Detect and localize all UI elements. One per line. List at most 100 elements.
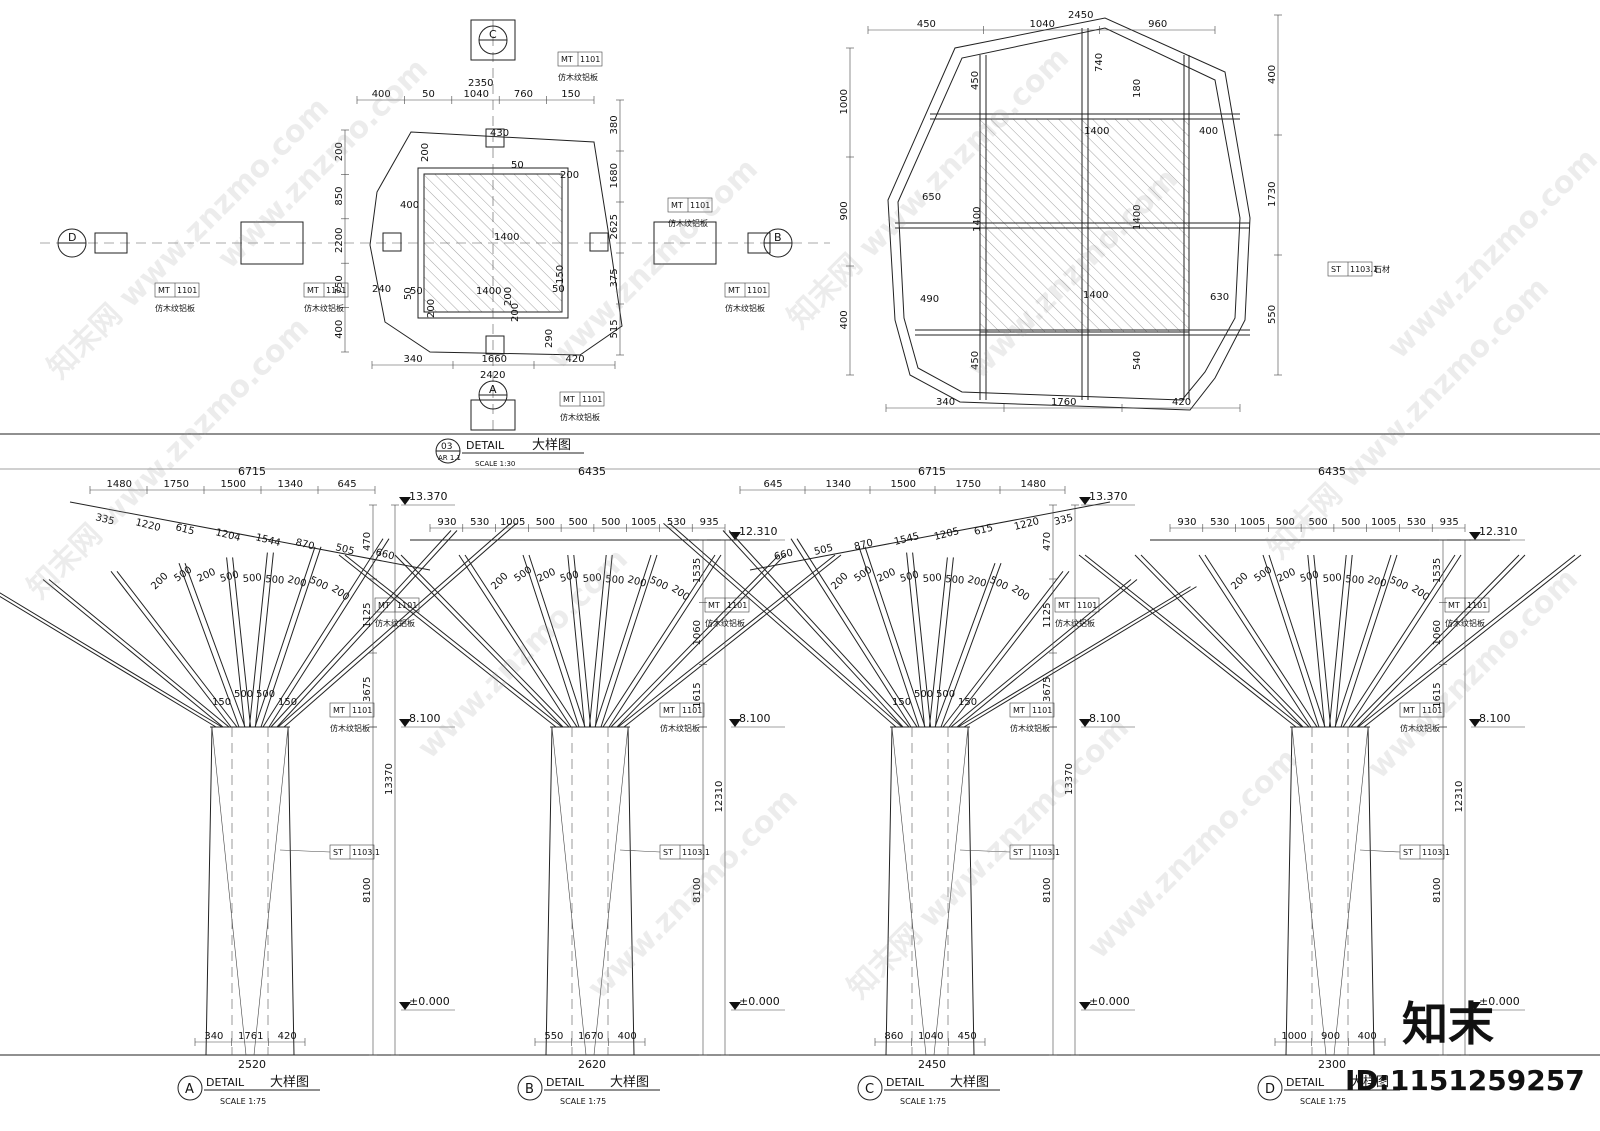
dimension-text: 470 xyxy=(362,532,373,551)
dimension-text: 900 xyxy=(1321,1031,1340,1042)
dimension-text: 200 xyxy=(510,303,521,322)
branch xyxy=(1342,554,1456,728)
dimension-text: 1615 xyxy=(692,682,703,707)
dimension-text: 150 xyxy=(958,697,977,708)
dimension-text: 335 xyxy=(94,512,115,527)
dimension-text: 1040 xyxy=(918,1031,943,1042)
dimension-text: 1750 xyxy=(164,479,189,490)
watermark-text: www.znzmo.com xyxy=(541,152,765,376)
tag-code: 1101 xyxy=(326,286,346,295)
dimension-text: 400 xyxy=(1267,65,1278,84)
dimension-text: 150 xyxy=(278,697,297,708)
dimension-text: 500 xyxy=(1341,517,1360,528)
material-tag xyxy=(1054,597,1100,613)
branch xyxy=(116,571,238,728)
watermark-text: www.znzmo.com xyxy=(1361,562,1585,786)
branch xyxy=(600,554,658,728)
tag-prefix: MT xyxy=(1013,706,1025,715)
dimension-text: 935 xyxy=(1440,517,1459,528)
tag-code: 1101 xyxy=(727,601,747,610)
branch xyxy=(912,552,932,728)
dimension-text: 420 xyxy=(278,1031,297,1042)
tag-code: 1101 xyxy=(1422,706,1442,715)
elevation-label: 13.370 xyxy=(1089,490,1128,503)
tag-material: 仿木纹铝板 xyxy=(375,618,415,628)
dimension-text: 200 xyxy=(420,143,431,162)
dimension-text: 200 xyxy=(966,574,987,590)
dimension-text: 505 xyxy=(813,543,834,558)
branch xyxy=(338,554,557,728)
dimension-text: 2620 xyxy=(578,1058,606,1071)
tag-code: 1101 xyxy=(177,286,197,295)
dimension-text: 550 xyxy=(544,1031,563,1042)
branch xyxy=(110,571,232,728)
dimension-text: 935 xyxy=(700,517,719,528)
branch xyxy=(254,552,274,728)
dimension-text: 500 xyxy=(914,689,933,700)
material-tag xyxy=(1399,702,1445,718)
branch xyxy=(528,554,586,728)
dimension-text: 1615 xyxy=(1432,682,1443,707)
dimension-text: 540 xyxy=(1132,351,1143,370)
dimension-text: 8100 xyxy=(1042,878,1053,903)
section-mark-letter: B xyxy=(774,231,782,244)
dimension-text: 1544 xyxy=(254,532,281,549)
branch xyxy=(623,554,842,728)
dimension-text: 500 xyxy=(1345,574,1365,587)
branch xyxy=(1356,554,1526,728)
tag-prefix: MT xyxy=(1058,601,1070,610)
dimension-text: 500 xyxy=(559,569,580,585)
dimension-text: 340 xyxy=(204,1031,223,1042)
tag-material: 仿木纹铝板 xyxy=(668,218,708,228)
dimension-text: 200 xyxy=(503,287,514,306)
branch xyxy=(602,554,716,728)
dimension-text: 150 xyxy=(555,265,566,284)
dimension-text: 50 xyxy=(403,287,414,300)
dimension-text: 470 xyxy=(1042,532,1053,551)
dimension-text: 200 xyxy=(329,583,351,603)
dimension-text: 1400 xyxy=(972,207,983,232)
branch xyxy=(283,523,517,728)
dimension-text: 6435 xyxy=(1318,465,1346,478)
elevation-title-circle xyxy=(1257,1075,1283,1101)
dimension-text: 3675 xyxy=(1042,677,1053,702)
trunk-edge xyxy=(933,726,969,1056)
elevation-marker xyxy=(399,719,411,727)
dimension-text: 1040 xyxy=(464,89,489,100)
dimension-text: 1005 xyxy=(1240,517,1265,528)
dimension-text: 400 xyxy=(839,310,850,329)
tag-prefix: ST xyxy=(1331,265,1341,274)
dimension-text: 150 xyxy=(212,697,231,708)
dimension-text: 1400 xyxy=(1132,205,1143,230)
tag-material: 仿木纹铝板 xyxy=(1010,723,1050,733)
tag-prefix: MT xyxy=(158,286,170,295)
tag-material: 仿木纹铝板 xyxy=(304,303,344,313)
dimension-text: 400 xyxy=(372,89,391,100)
elevation-scale: SCALE 1:75 xyxy=(1300,1097,1346,1106)
material-tag xyxy=(1444,597,1490,613)
material-tag xyxy=(704,597,750,613)
branch xyxy=(864,546,926,728)
elevation-title-en: DETAIL xyxy=(206,1076,245,1089)
tag-prefix: MT xyxy=(307,286,319,295)
branch xyxy=(1140,554,1310,728)
elevation-marker xyxy=(729,1002,741,1010)
dimension-text: 200 xyxy=(1409,583,1431,603)
dimension-text: 740 xyxy=(1094,53,1105,72)
dimension-text: 1500 xyxy=(891,479,916,490)
dimension-text: 2200 xyxy=(334,228,345,253)
dimension-text: 340 xyxy=(936,397,955,408)
dimension-text: 1400 xyxy=(1084,126,1109,137)
elevation-scale: SCALE 1:75 xyxy=(220,1097,266,1106)
dimension-text: 1000 xyxy=(839,89,850,114)
branch xyxy=(1340,554,1398,728)
branch xyxy=(594,554,652,728)
elevation-marker xyxy=(1469,719,1481,727)
material-tag xyxy=(724,282,770,298)
tag-code: 1101 xyxy=(1467,601,1487,610)
branch xyxy=(1084,554,1303,728)
branch xyxy=(957,586,1191,728)
dimension-text: 1125 xyxy=(1042,603,1053,628)
dimension-text: 515 xyxy=(609,319,620,338)
